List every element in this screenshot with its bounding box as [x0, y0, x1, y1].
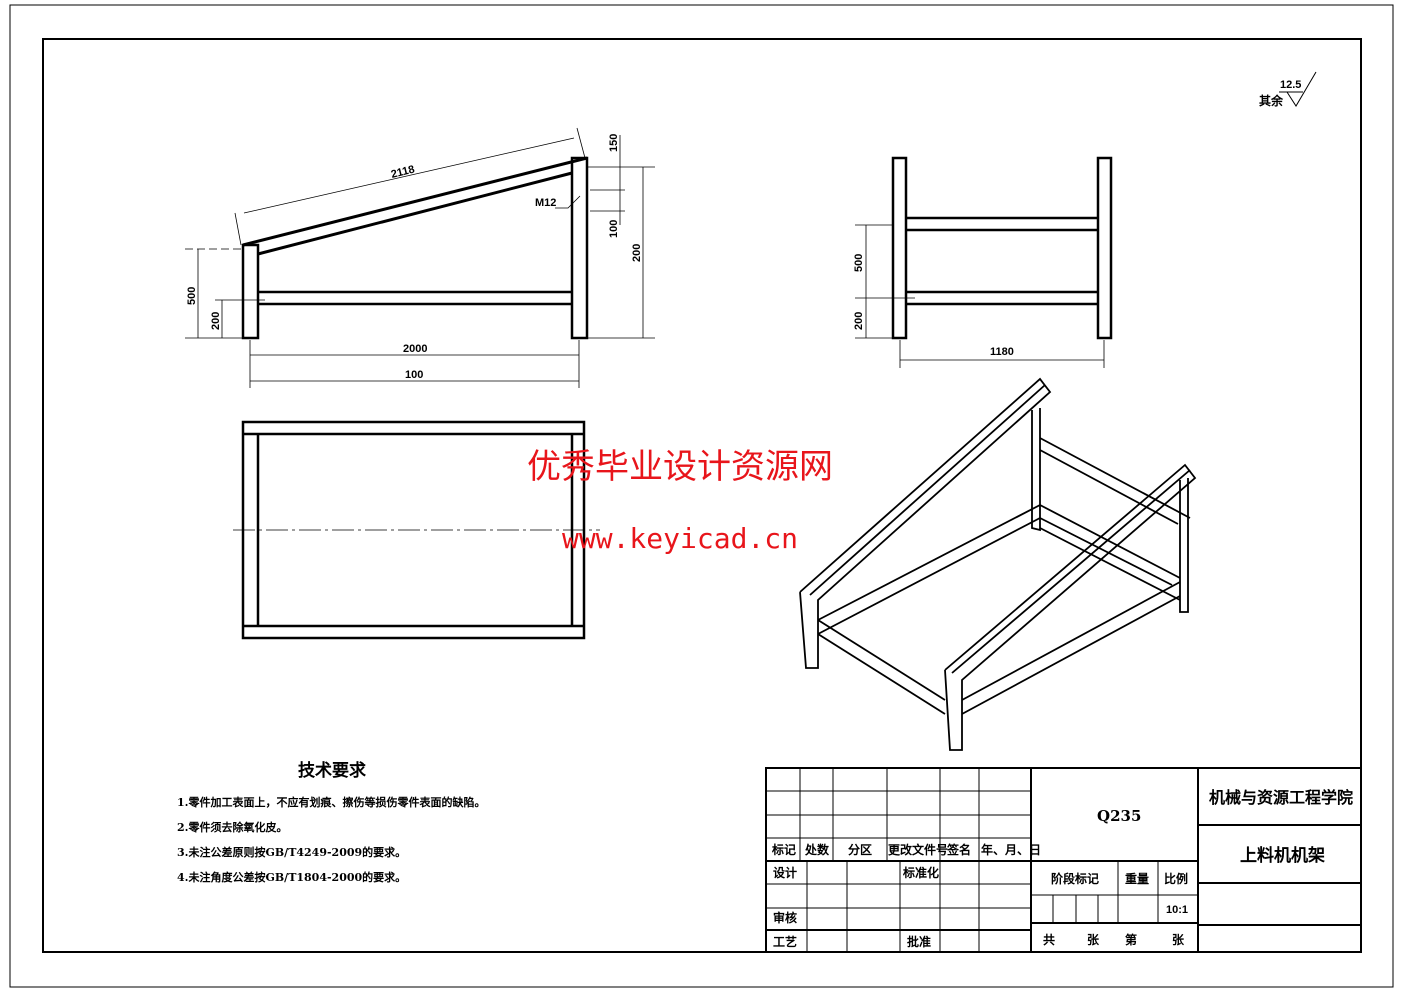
- roughness-symbol: 12.5 其余: [1259, 71, 1317, 108]
- tb-standardize-label: 标准化: [902, 865, 939, 880]
- tech-requirement-item: 1.零件加工表面上，不应有划痕、擦伤等损伤零件表面的缺陷。: [177, 795, 485, 809]
- top-view: [233, 420, 600, 640]
- tb-header-signature: 签名: [946, 842, 971, 857]
- tb-sheet-label: 张: [1172, 932, 1185, 947]
- tech-requirement-item: 3.未注公差原则按GB/T4249-2009的要求。: [177, 845, 406, 859]
- dim-rail-height: 200: [210, 312, 222, 330]
- tech-requirements-title: 技术要求: [298, 760, 366, 781]
- tb-scale-label: 比例: [1164, 871, 1188, 886]
- roughness-value: 12.5: [1280, 79, 1301, 91]
- isometric-view: [799, 377, 1197, 751]
- watermark-url[interactable]: www.keyicad.cn: [562, 522, 798, 555]
- dim-top-offset: 150: [608, 134, 620, 152]
- dim-thread: M12: [535, 197, 556, 209]
- tb-approve-label: 批准: [907, 934, 931, 949]
- tb-drawing-name: 上料机机架: [1240, 845, 1325, 866]
- tb-scale-value: 10:1: [1166, 904, 1188, 916]
- tb-institution: 机械与资源工程学院: [1209, 788, 1353, 807]
- drawing-frame: [42, 38, 1362, 953]
- side-view: [855, 156, 1113, 368]
- tb-design-label: 设计: [773, 865, 797, 880]
- tech-requirements: 技术要求 1.零件加工表面上，不应有划痕、擦伤等损伤零件表面的缺陷。 2.零件须…: [177, 760, 485, 884]
- tb-process-label: 工艺: [773, 934, 797, 949]
- dim-side-width: 1180: [990, 346, 1014, 358]
- dim-overall-width: 100: [405, 369, 423, 381]
- tb-sheets-label: 张: [1087, 932, 1100, 947]
- tb-sheet-no-label: 第: [1125, 932, 1137, 947]
- watermark-name: 优秀毕业设计资源网: [527, 447, 833, 487]
- tb-review-label: 审核: [773, 910, 797, 925]
- tb-weight-label: 重量: [1125, 871, 1149, 886]
- tech-requirement-item: 2.零件须去除氧化皮。: [177, 820, 287, 834]
- tb-header-count: 处数: [804, 842, 830, 857]
- tb-total-label: 共: [1043, 932, 1055, 947]
- dim-inner-width: 2000: [403, 343, 427, 355]
- dim-side-rail-height: 200: [853, 312, 865, 330]
- tb-material: Q235: [1097, 807, 1141, 825]
- roughness-label: 其余: [1259, 93, 1284, 108]
- tb-header-zone: 分区: [848, 842, 872, 857]
- tb-header-change-doc: 更改文件号: [888, 842, 948, 857]
- dim-hole-spacing: 100: [608, 220, 620, 238]
- outer-border: [9, 4, 1394, 988]
- dim-left-height: 500: [186, 287, 198, 305]
- front-view: [185, 127, 655, 388]
- tech-requirement-item: 4.未注角度公差按GB/T1804-2000的要求。: [177, 870, 406, 884]
- tb-stage-mark-label: 阶段标记: [1051, 871, 1099, 886]
- dim-slope-length: 2118: [390, 163, 416, 180]
- dim-total-height: 200: [631, 244, 643, 262]
- tb-header-mark: 标记: [771, 842, 796, 857]
- title-block: [765, 767, 1362, 953]
- tb-header-date: 年、月、日: [981, 842, 1041, 857]
- dim-side-height: 500: [853, 254, 865, 272]
